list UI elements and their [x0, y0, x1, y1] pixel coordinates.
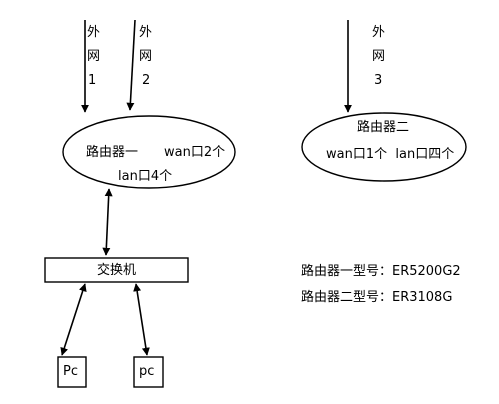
pc2-label: pc [139, 364, 155, 379]
switch-pc2-link [133, 283, 150, 356]
wan2-label-char: 网 [139, 49, 153, 64]
pc1-node [57, 356, 87, 388]
router2-model: 路由器二型号：ER3108G [301, 290, 453, 305]
router1-wan-ports: wan口2个 [164, 145, 226, 160]
router-switch-link [102, 188, 113, 256]
switch-node [44, 257, 189, 283]
router2-name: 路由器二 [357, 120, 410, 135]
wan2-label-char: 外 [139, 25, 153, 40]
wan1-label-char: 外 [87, 25, 101, 40]
router1-lan-ports: lan口4个 [118, 169, 173, 184]
wan2-arrow [126, 19, 136, 111]
wan3-label-char: 外 [372, 25, 386, 40]
pc2-node [133, 356, 164, 388]
wan3-label-char: 3 [374, 73, 383, 88]
wan1-label-char: 1 [88, 73, 97, 88]
router1-node [62, 115, 236, 189]
wan1-label-char: 网 [87, 49, 101, 64]
pc1-label: Pc [63, 364, 78, 379]
router2-ports: wan口1个 lan口四个 [326, 147, 455, 162]
switch-pc1-link [60, 283, 87, 356]
wan3-label-char: 网 [372, 49, 386, 64]
router1-name: 路由器一 [86, 145, 139, 160]
router2-node [301, 112, 467, 182]
wan2-label-char: 2 [142, 73, 151, 88]
router1-model: 路由器一型号：ER5200G2 [301, 264, 461, 279]
switch-label: 交换机 [97, 263, 137, 278]
